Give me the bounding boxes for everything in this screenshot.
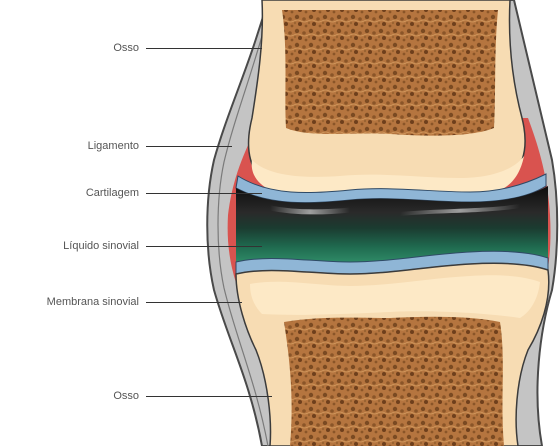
- label-synovial-fluid: Líquido sinovial: [63, 239, 139, 253]
- label-bone-top: Osso: [113, 41, 139, 55]
- label-bone-bottom: Osso: [113, 389, 139, 403]
- leader-line-synovial-fluid: [146, 246, 262, 247]
- top-bone: [249, 0, 525, 196]
- leader-line-bone-bottom: [146, 396, 272, 397]
- leader-line-cartilage: [146, 193, 262, 194]
- bottom-bone: [236, 263, 549, 446]
- leader-line-ligament: [146, 146, 232, 147]
- leader-line-synovial-membrane: [146, 302, 242, 303]
- label-cartilage: Cartilagem: [86, 186, 139, 200]
- label-ligament: Ligamento: [88, 139, 139, 153]
- leader-line-bone-top: [146, 48, 262, 49]
- label-synovial-membrane: Membrana sinovial: [47, 295, 139, 309]
